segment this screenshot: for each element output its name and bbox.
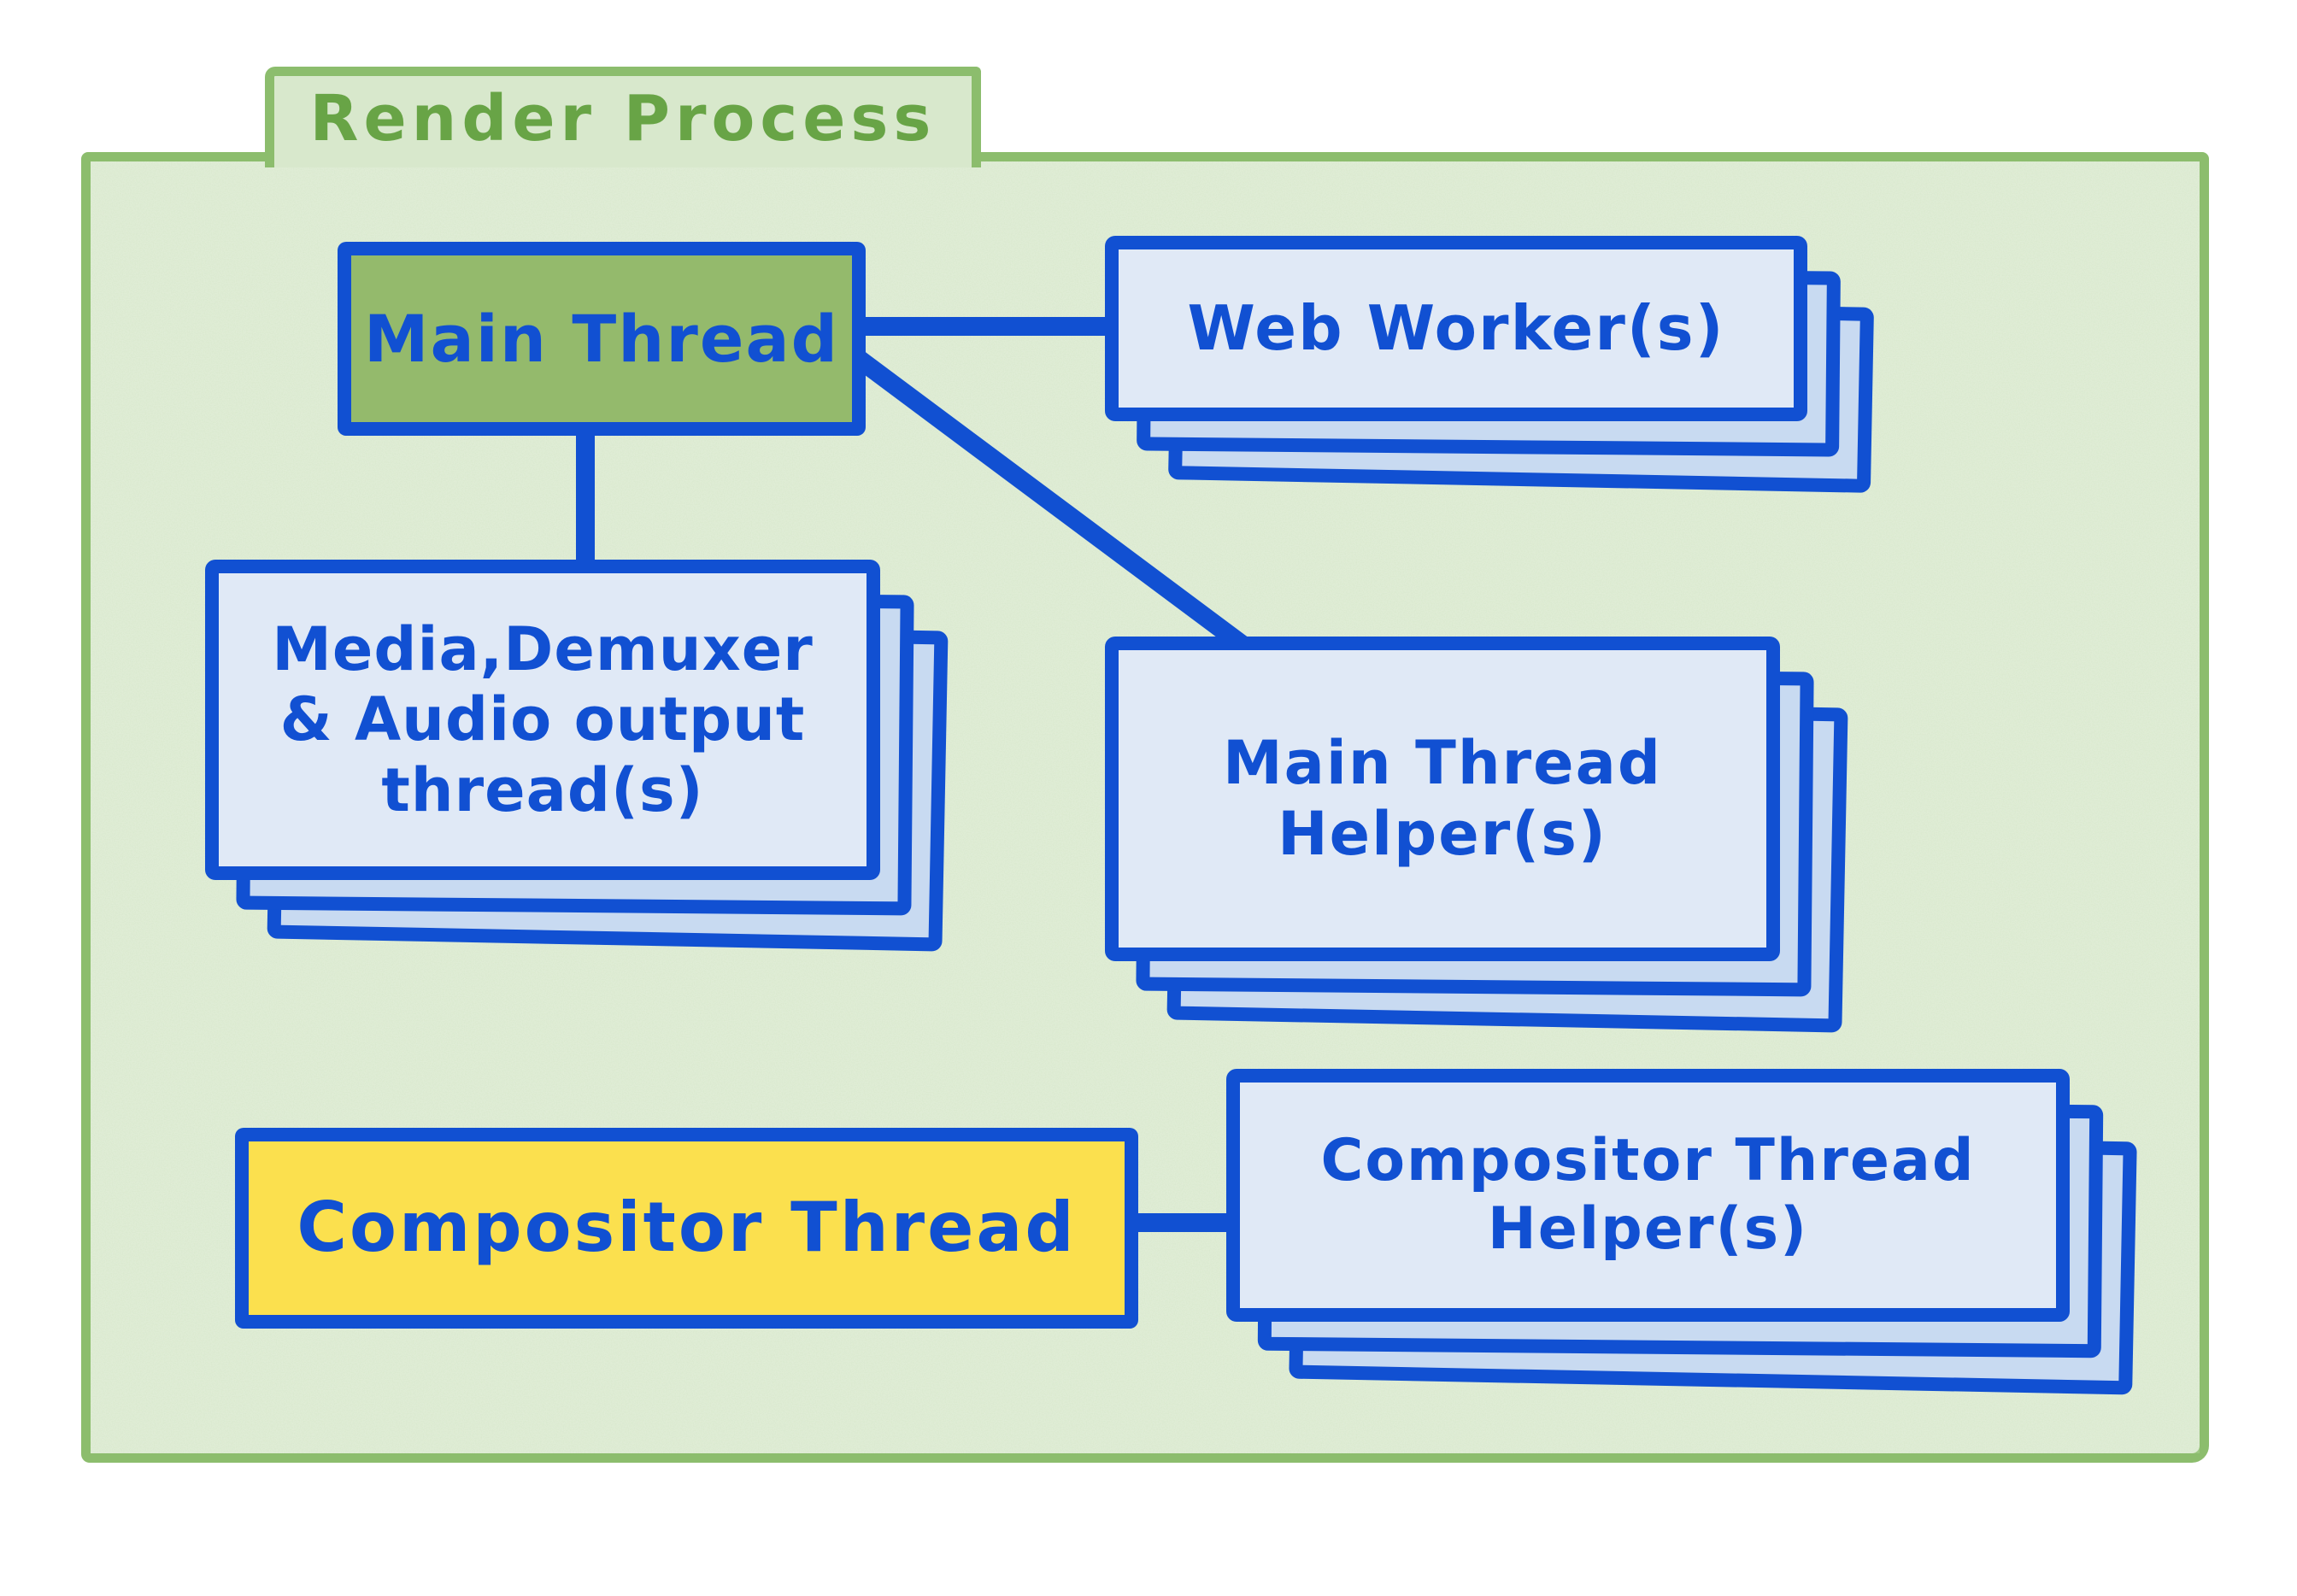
node-main-thread: Main Thread xyxy=(338,242,866,436)
node-media-threads: Media,Demuxer & Audio output thread(s) xyxy=(205,560,949,952)
main-thread-helpers-line2: Helper(s) xyxy=(1278,799,1607,869)
media-threads-label: Media,Demuxer & Audio output thread(s) xyxy=(272,614,814,826)
compositor-helpers-label: Compositor Thread Helper(s) xyxy=(1320,1127,1975,1264)
edge-compositor-thread-helpers xyxy=(1132,1213,1239,1232)
main-thread-label: Main Thread xyxy=(363,300,840,377)
media-threads-line3: thread(s) xyxy=(381,754,704,825)
edge-main-thread-web-workers xyxy=(859,317,1115,336)
media-threads-line2: & Audio output xyxy=(279,684,806,755)
compositor-helpers-card: Compositor Thread Helper(s) xyxy=(1226,1069,2070,1322)
edge-main-thread-media-threads xyxy=(576,427,595,568)
compositor-helpers-line1: Compositor Thread xyxy=(1320,1126,1976,1194)
main-thread-helpers-line1: Main Thread xyxy=(1222,728,1663,799)
compositor-thread-label: Compositor Thread xyxy=(297,1188,1077,1268)
node-main-thread-helpers: Main Thread Helper(s) xyxy=(1105,637,1848,1033)
media-threads-card: Media,Demuxer & Audio output thread(s) xyxy=(205,560,880,880)
web-workers-label: Web Worker(s) xyxy=(1187,292,1725,365)
node-compositor-helpers: Compositor Thread Helper(s) xyxy=(1226,1069,2137,1395)
node-compositor-thread: Compositor Thread xyxy=(235,1128,1138,1329)
render-process-tab: Render Process xyxy=(265,67,981,167)
media-threads-line1: Media,Demuxer xyxy=(272,613,814,684)
main-thread-helpers-label: Main Thread Helper(s) xyxy=(1223,728,1662,869)
diagram-title: Render Process xyxy=(309,81,937,155)
compositor-helpers-line2: Helper(s) xyxy=(1487,1195,1809,1263)
web-workers-card: Web Worker(s) xyxy=(1105,236,1807,421)
node-web-workers: Web Worker(s) xyxy=(1105,236,1875,493)
main-thread-helpers-card: Main Thread Helper(s) xyxy=(1105,637,1780,961)
